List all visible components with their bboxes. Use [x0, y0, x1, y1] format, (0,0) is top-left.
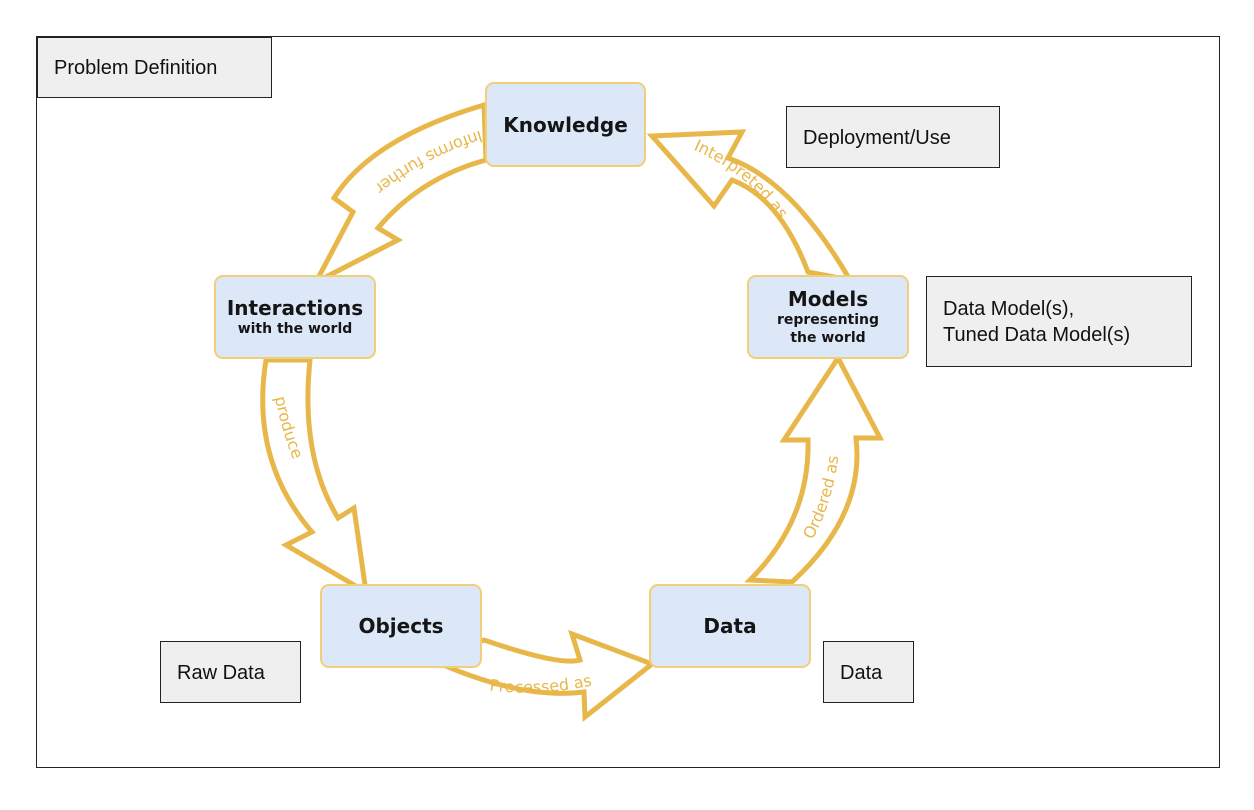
models-title: Models [787, 287, 869, 311]
knowledge-node: Knowledge [485, 82, 646, 167]
problem-definition-text: Problem Definition [54, 57, 218, 79]
problem-definition-label: Problem Definition [37, 37, 272, 98]
objects-title: Objects [358, 614, 444, 638]
objects-node: Objects [320, 584, 482, 668]
models-subtitle-line2: the world [790, 330, 866, 346]
models-node: Models representing the world [747, 275, 909, 359]
interpreted-as-arrow [646, 129, 855, 284]
data-models-label: Data Model(s), Tuned Data Model(s) [926, 276, 1192, 367]
data-models-text-line2: Tuned Data Model(s) [943, 324, 1131, 346]
data-node: Data [649, 584, 811, 668]
processed-as-arrow [425, 629, 658, 723]
models-subtitle-line1: representing [776, 312, 880, 328]
data-stage-text: Data [840, 662, 883, 684]
knowledge-title: Knowledge [503, 112, 628, 137]
interactions-title: Interactions [226, 296, 364, 320]
data-stage-label: Data [823, 641, 914, 703]
ordered-as-arrow [744, 353, 885, 585]
data-title: Data [703, 614, 757, 638]
produce-arrow [260, 357, 370, 597]
raw-data-text: Raw Data [177, 662, 265, 684]
deployment-use-label: Deployment/Use [786, 106, 1000, 168]
raw-data-label: Raw Data [160, 641, 301, 703]
data-models-text-line1: Data Model(s), [943, 298, 1075, 320]
deployment-use-text: Deployment/Use [803, 127, 951, 149]
interactions-node: Interactions with the world [214, 275, 376, 359]
informs-further-arrow [310, 101, 489, 288]
diagram-frame [36, 36, 1220, 768]
interactions-subtitle: with the world [237, 321, 353, 337]
